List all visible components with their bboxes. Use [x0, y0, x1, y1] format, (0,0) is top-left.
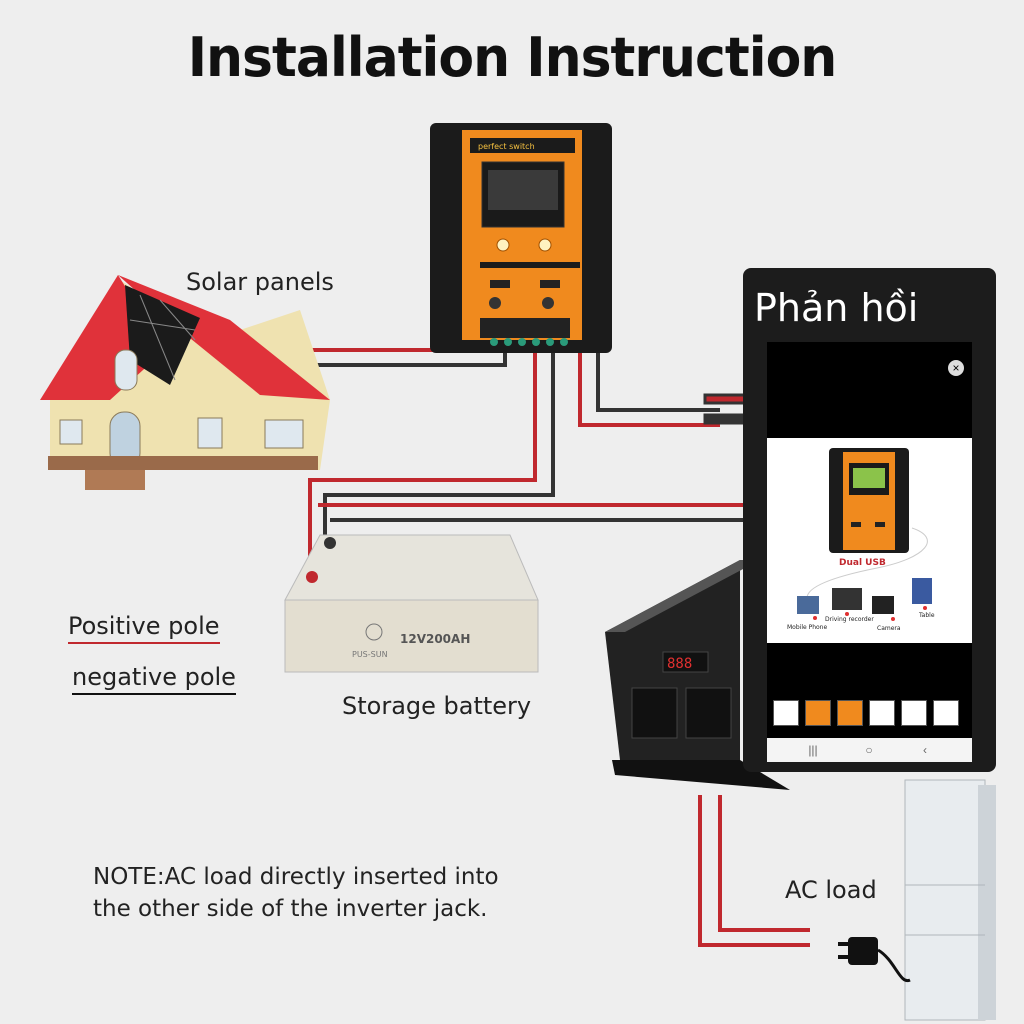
device-label-mobile-phone: Mobile Phone [787, 624, 828, 631]
battery-model: 12V200AH [400, 632, 470, 646]
recents-icon[interactable]: ||| [808, 743, 818, 757]
gallery-thumbnail[interactable] [773, 700, 799, 726]
house-illustration [40, 275, 330, 490]
label-ac-load: AC load [785, 876, 877, 904]
gallery-thumbnail[interactable] [901, 700, 927, 726]
feedback-popup[interactable]: Phản hồi × Dual USB Mobile Phone Driving… [743, 268, 996, 772]
phone-screenshot[interactable]: × Dual USB Mobile Phone Driving recorder… [767, 342, 972, 762]
popup-title: Phản hồi [754, 286, 919, 330]
device-label-driving-recorder: Driving recorder [825, 616, 874, 623]
gallery-thumbnail[interactable] [805, 700, 831, 726]
device-label-camera: Camera [877, 625, 901, 632]
label-storage-battery: Storage battery [342, 692, 532, 720]
controller-thumbnail [797, 448, 932, 621]
close-icon[interactable]: × [948, 360, 964, 376]
device-label-table: Table [919, 612, 935, 619]
svg-text:888: 888 [667, 656, 692, 672]
label-negative-pole: negative pole [72, 663, 236, 695]
storage-battery: 12V200AH PUS-SUN [284, 534, 539, 673]
back-icon[interactable]: ‹ [923, 743, 927, 757]
gallery-thumbnail[interactable] [933, 700, 959, 726]
label-solar-panels: Solar panels [186, 268, 334, 296]
battery-brand: PUS-SUN [352, 650, 388, 659]
poster-title: Installation Instruction [187, 26, 838, 90]
android-nav-bar: ||| ○ ‹ [767, 738, 972, 762]
note-line-1: NOTE:AC load directly inserted into [93, 864, 499, 890]
solar-charge-controller: perfect switch [430, 123, 612, 353]
gallery-thumbnail[interactable] [837, 700, 863, 726]
gallery-thumbnail[interactable] [869, 700, 895, 726]
ac-plug [838, 937, 911, 983]
home-icon[interactable]: ○ [865, 743, 873, 757]
product-image: Dual USB Mobile Phone Driving recorder C… [767, 438, 972, 643]
dual-usb-label: Dual USB [839, 558, 886, 568]
note-line-2: the other side of the inverter jack. [93, 896, 488, 922]
refrigerator [904, 779, 996, 1021]
label-positive-pole: Positive pole [68, 612, 220, 644]
controller-brand: perfect switch [478, 142, 535, 151]
